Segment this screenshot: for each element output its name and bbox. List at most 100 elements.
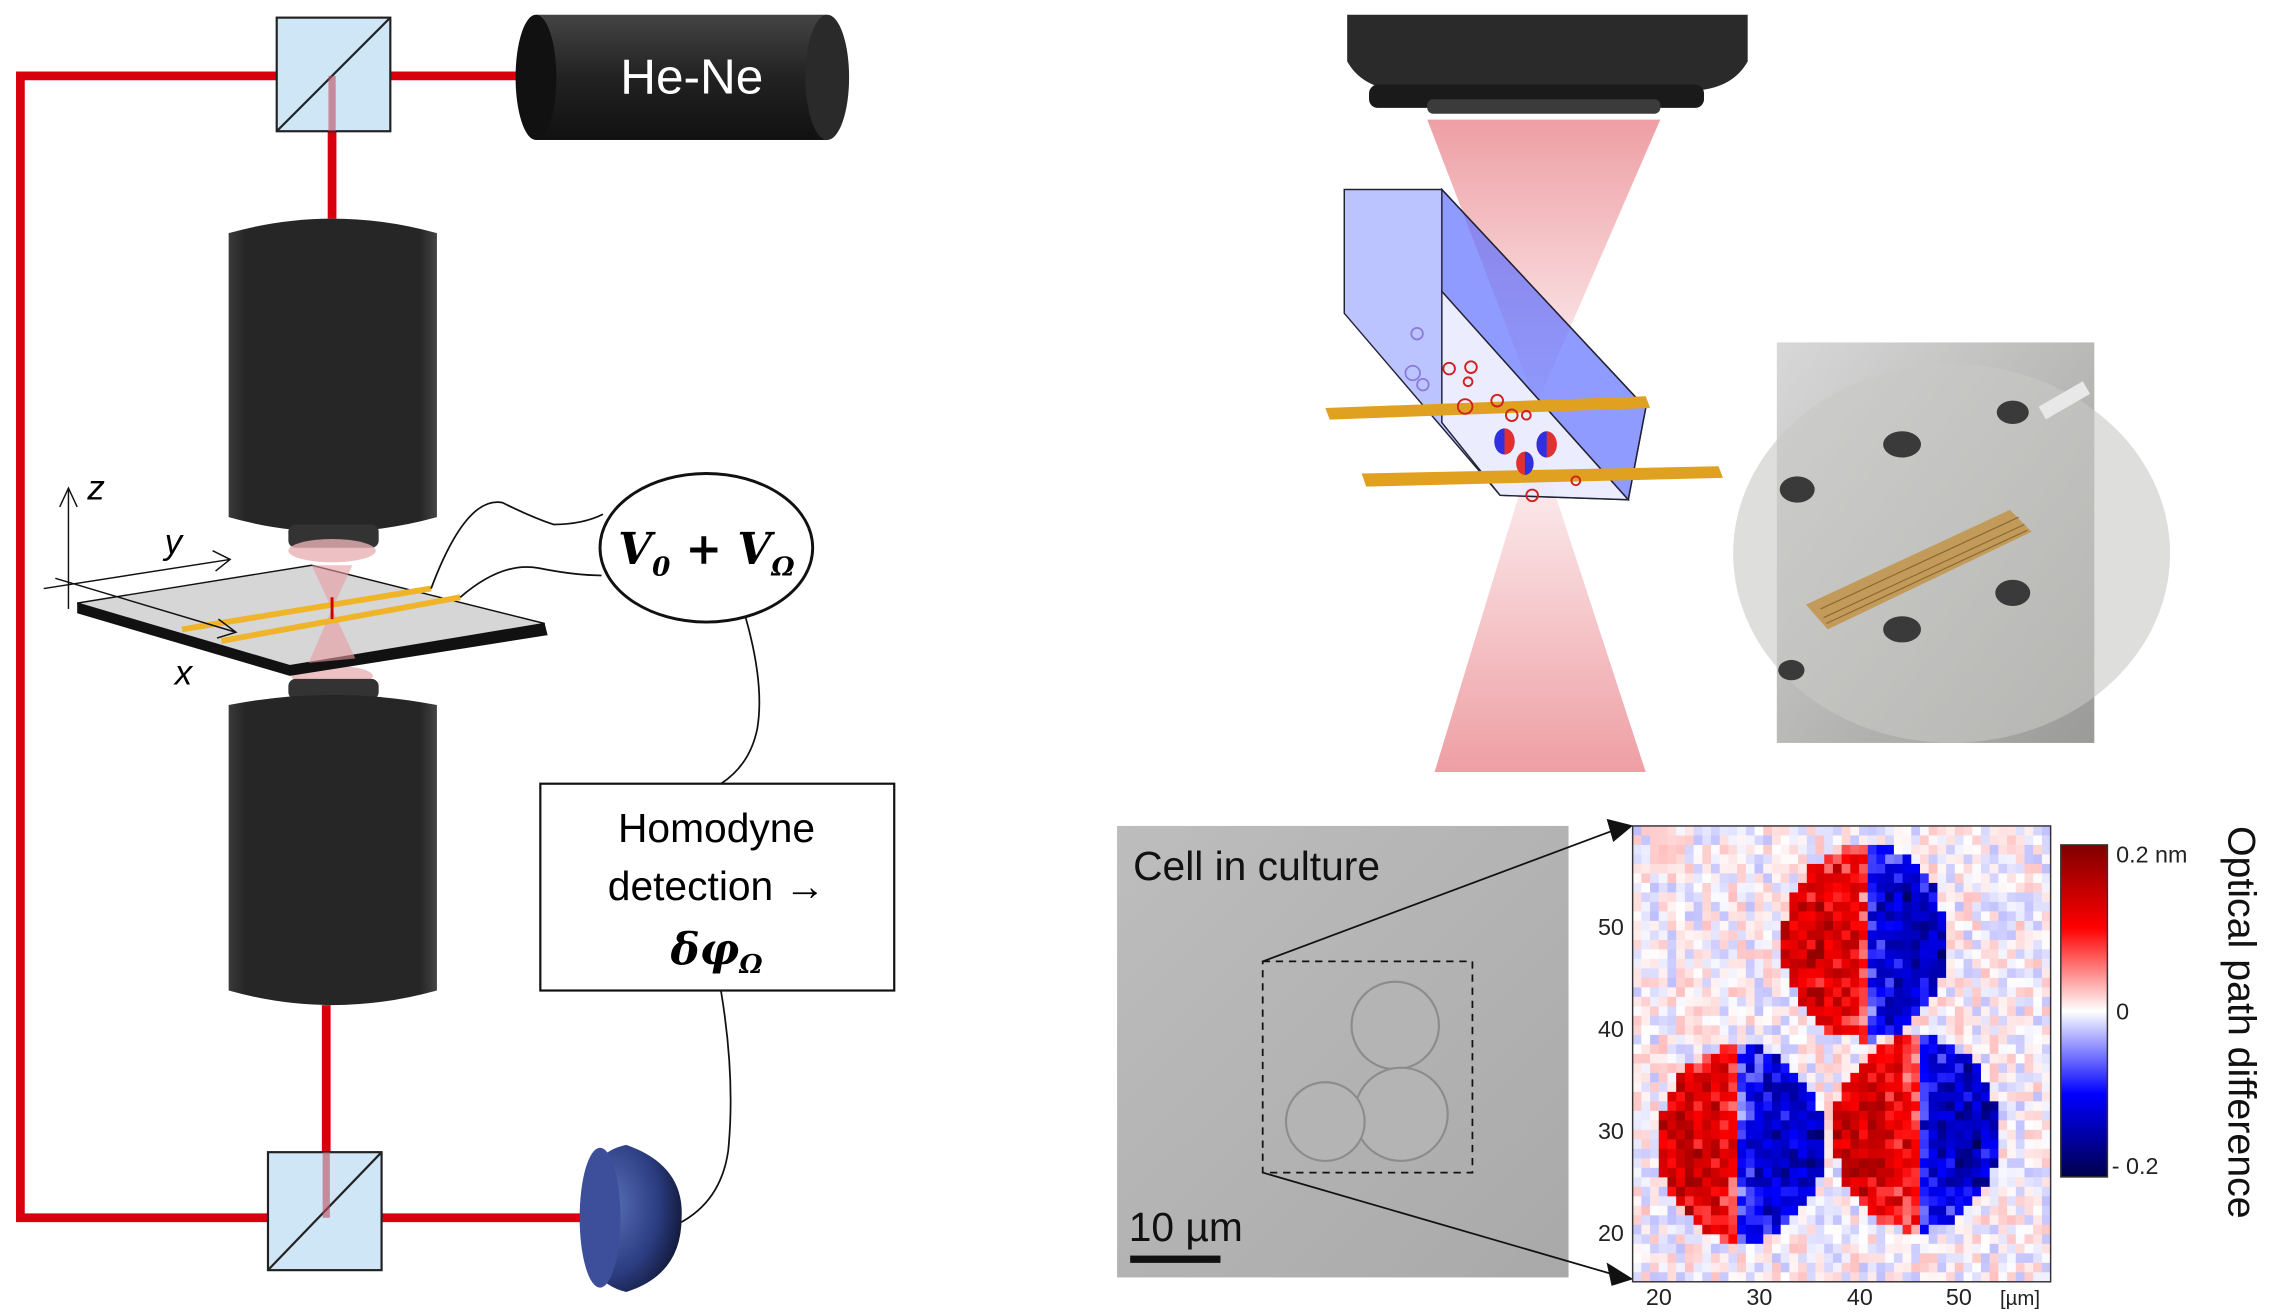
heatmap-cell <box>1754 1196 1764 1207</box>
heatmap-cell <box>1937 1177 1947 1188</box>
heatmap-cell <box>1667 901 1677 913</box>
heatmap-cell <box>1928 1243 1939 1254</box>
heatmap-cell <box>1745 1025 1756 1036</box>
heatmap-cell <box>1641 1262 1651 1273</box>
heatmap-cell <box>1989 920 1999 931</box>
heatmap-cell <box>1658 901 1669 913</box>
heatmap-cell <box>1885 825 1895 837</box>
heatmap-cell <box>1632 1139 1642 1150</box>
heatmap-cell <box>1937 958 1947 969</box>
heatmap-cell <box>2033 873 2043 884</box>
zoom-lines <box>1262 818 1634 1286</box>
heatmap-cell <box>1980 1044 1991 1055</box>
heatmap-cell <box>1754 1053 1764 1064</box>
heatmap-cell <box>1754 1167 1764 1178</box>
heatmap-cell <box>1850 863 1860 875</box>
heatmap-cell <box>1676 911 1686 922</box>
heatmap-cell <box>1632 1215 1642 1226</box>
heatmap-cell <box>1876 1063 1886 1074</box>
heatmap-cell <box>1815 1272 1825 1283</box>
heatmap-cell <box>1780 1196 1790 1207</box>
heatmap-cell <box>1719 911 1730 922</box>
heatmap-cell <box>1771 1034 1782 1045</box>
heatmap-cell <box>1980 1167 1991 1178</box>
heatmap-cell <box>2024 1272 2034 1283</box>
heatmap-cell <box>1789 1110 1799 1121</box>
heatmap-cell <box>1693 1063 1703 1074</box>
x-tick-30: 30 <box>1746 1284 1772 1310</box>
heatmap-cell <box>1798 949 1808 960</box>
heatmap-cell <box>2007 1139 2017 1150</box>
heatmap-cell <box>1867 1205 1878 1216</box>
heatmap-cell <box>1824 1167 1834 1178</box>
heatmap-cell <box>1850 1262 1860 1273</box>
heatmap-cell <box>1815 1253 1825 1264</box>
heatmap-cell <box>1754 1044 1764 1055</box>
heatmap-cell <box>1702 996 1712 1007</box>
heatmap-cell <box>1676 987 1686 998</box>
heatmap-cell <box>1911 1072 1921 1083</box>
heatmap-cell <box>1850 1101 1860 1112</box>
heatmap-cell <box>1737 1243 1747 1254</box>
heatmap-cell <box>1832 1082 1843 1093</box>
heatmap-cell <box>2007 1015 2017 1026</box>
heatmap-cell <box>1798 1262 1808 1273</box>
heatmap-cell <box>1902 911 1912 922</box>
heatmap-cell <box>1650 1015 1660 1026</box>
heatmap-cell <box>1719 1015 1730 1026</box>
heatmap-cell <box>1676 854 1686 865</box>
heatmap-cell <box>1658 873 1669 884</box>
heatmap-cell <box>1867 835 1878 846</box>
heatmap-cell <box>1771 835 1782 846</box>
heatmap-cell <box>1667 1120 1677 1131</box>
heatmap-cell <box>1780 920 1790 931</box>
wires <box>430 501 761 1225</box>
heatmap-cell <box>1798 996 1808 1007</box>
heatmap-cell <box>1989 1101 1999 1112</box>
heatmap-cell <box>1998 1215 2008 1226</box>
heatmap-cell <box>1737 1034 1747 1045</box>
heatmap-cell <box>1885 1148 1895 1159</box>
heatmap-cell <box>1676 1110 1686 1121</box>
heatmap-cell <box>1684 977 1695 988</box>
heatmap-cell <box>1946 1215 1956 1226</box>
heatmap-cell <box>1641 882 1651 894</box>
heatmap-cell <box>1806 1006 1817 1017</box>
heatmap-cell <box>1780 1082 1790 1093</box>
heatmap-cell <box>1963 1044 1973 1055</box>
heatmap-cell <box>1989 873 1999 884</box>
heatmap-cell <box>1684 1272 1695 1283</box>
heatmap-cell <box>1719 1177 1730 1188</box>
heatmap-cell <box>1954 825 1965 837</box>
heatmap-cell <box>1928 939 1939 950</box>
heatmap-cell <box>1972 892 1982 903</box>
heatmap-cell <box>1841 892 1851 903</box>
heatmap-cell <box>1728 1091 1738 1102</box>
heatmap-cell <box>2041 1139 2052 1150</box>
heatmap-x-axis: 20 30 40 50 [µm] <box>1646 1284 2040 1310</box>
heatmap-cell <box>1780 1072 1790 1083</box>
heatmap-cell <box>2024 949 2034 960</box>
heatmap-cell <box>2007 1053 2017 1064</box>
heatmap-cell <box>1998 911 2008 922</box>
heatmap-cell <box>1824 825 1834 837</box>
heatmap-cell <box>1737 968 1747 979</box>
heatmap-cell <box>1763 1072 1773 1083</box>
heatmap-cell <box>1928 882 1939 894</box>
heatmap-cell <box>1667 1025 1677 1036</box>
heatmap-cell <box>1632 1025 1642 1036</box>
heatmap-cell <box>1867 996 1878 1007</box>
heatmap-cell <box>1998 835 2008 846</box>
heatmap-cell <box>1850 1234 1860 1245</box>
heatmap-cell <box>2033 1262 2043 1273</box>
heatmap-cell <box>1719 968 1730 979</box>
heatmap-cell <box>1632 1072 1642 1083</box>
heatmap-cell <box>1702 1101 1712 1112</box>
heatmap-cell <box>1650 1120 1660 1131</box>
heatmap-cell <box>1684 1167 1695 1178</box>
heatmap-cell <box>1980 920 1991 931</box>
heatmap-cell <box>1946 901 1956 913</box>
heatmap-cell <box>1902 844 1912 856</box>
heatmap-cell <box>2041 949 2052 960</box>
heatmap-cell <box>1963 1253 1973 1264</box>
